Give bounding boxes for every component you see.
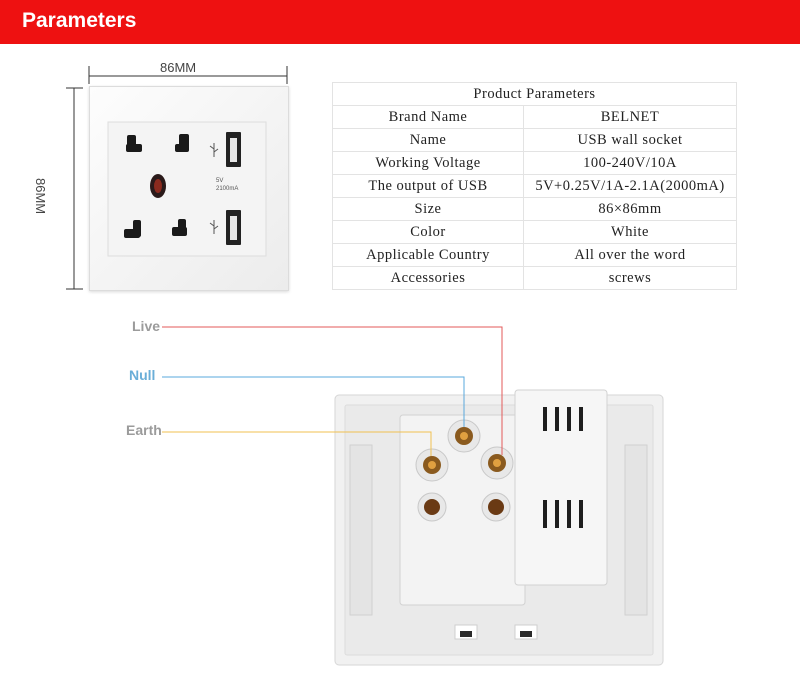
table-title-row: Product Parameters (332, 82, 737, 106)
universal-outlet-bottom-left (124, 220, 141, 238)
terminal-earth (415, 448, 449, 482)
table-row: Applicable Country All over the word (332, 243, 737, 267)
universal-outlet-top-left (126, 135, 142, 152)
live-label: Live (132, 318, 161, 334)
usb-symbol-icon (209, 143, 219, 234)
param-key: Accessories (332, 266, 524, 290)
socket-back-photo (320, 385, 680, 670)
earth-label: Earth (126, 422, 162, 438)
header-title: Parameters (22, 9, 137, 32)
param-key: Working Voltage (332, 151, 524, 175)
table-row: Size 86×86mm (332, 197, 737, 221)
terminal-null (447, 419, 481, 453)
param-key: Color (332, 220, 524, 244)
table-row: Accessories screws (332, 266, 737, 290)
width-dimension-label: 86MM (160, 60, 197, 75)
product-parameters-table: Product Parameters Brand Name BELNET Nam… (332, 82, 737, 290)
table-row: Working Voltage 100-240V/10A (332, 151, 737, 175)
terminal-lower-right (481, 492, 511, 522)
table-row: Color White (332, 220, 737, 244)
socket-back-drawing (334, 389, 664, 666)
param-value: White (523, 220, 737, 244)
param-key: Brand Name (332, 105, 524, 129)
table-row: The output of USB 5V+0.25V/1A-2.1A(2000m… (332, 174, 737, 198)
terminal-live (480, 446, 514, 480)
table-title: Product Parameters (332, 82, 737, 106)
usb-rating-voltage: 5V (216, 178, 224, 184)
usb-port-top (226, 132, 241, 167)
height-dimension-label: 86MM (33, 178, 48, 215)
universal-outlet-bottom-right (172, 219, 187, 236)
param-value: 5V+0.25V/1A-2.1A(2000mA) (523, 174, 737, 198)
param-key: The output of USB (332, 174, 524, 198)
earth-hole (150, 174, 166, 198)
table-row: Brand Name BELNET (332, 105, 737, 129)
terminal-lower-left (417, 492, 447, 522)
param-value: screws (523, 266, 737, 290)
param-key: Name (332, 128, 524, 152)
socket-front-plate: 5V 2100mA (89, 86, 289, 291)
table-row: Name USB wall socket (332, 128, 737, 152)
universal-outlet-top-right (175, 134, 189, 152)
param-key: Size (332, 197, 524, 221)
null-label: Null (129, 367, 156, 383)
param-value: All over the word (523, 243, 737, 267)
param-value: 86×86mm (523, 197, 737, 221)
header-bar: Parameters (0, 0, 800, 44)
usb-port-bottom (226, 210, 241, 245)
param-value: BELNET (523, 105, 737, 129)
socket-front-drawing (107, 121, 267, 257)
usb-rating-current: 2100mA (216, 186, 239, 192)
param-value: USB wall socket (523, 128, 737, 152)
param-value: 100-240V/10A (523, 151, 737, 175)
param-key: Applicable Country (332, 243, 524, 267)
